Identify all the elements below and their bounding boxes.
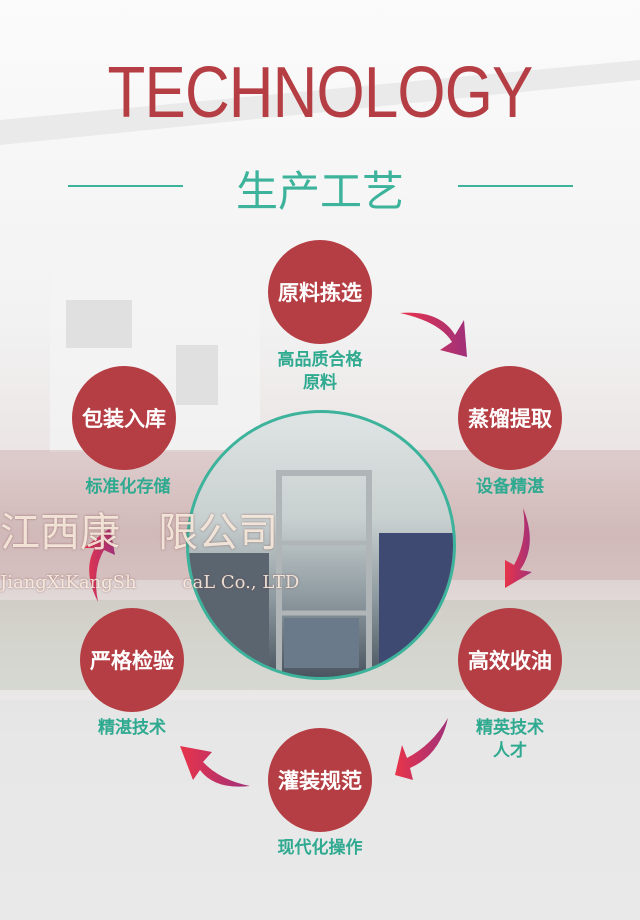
divider-left [68, 185, 183, 187]
step-desc-3: 精英技术人才 [476, 718, 544, 761]
step-desc-2: 设备精湛 [476, 477, 544, 497]
step-circle-4: 灌装规范 [268, 728, 372, 832]
step-desc-1: 高品质合格原料 [277, 350, 363, 393]
page-title: TECHNOLOGY [107, 53, 534, 133]
step-desc-5: 精湛技术 [98, 718, 166, 738]
step-circle-1: 原料拣选 [268, 240, 372, 344]
warehouse-photo [186, 410, 456, 680]
step-circle-6: 包装入库 [72, 366, 176, 470]
step-circle-3: 高效收油 [458, 608, 562, 712]
step-circle-5: 严格检验 [80, 608, 184, 712]
divider-right [458, 185, 573, 187]
step-desc-6: 标准化存储 [85, 477, 171, 497]
step-desc-4: 现代化操作 [277, 838, 363, 858]
step-circle-2: 蒸馏提取 [458, 366, 562, 470]
page-subtitle: 生产工艺 [235, 167, 404, 216]
